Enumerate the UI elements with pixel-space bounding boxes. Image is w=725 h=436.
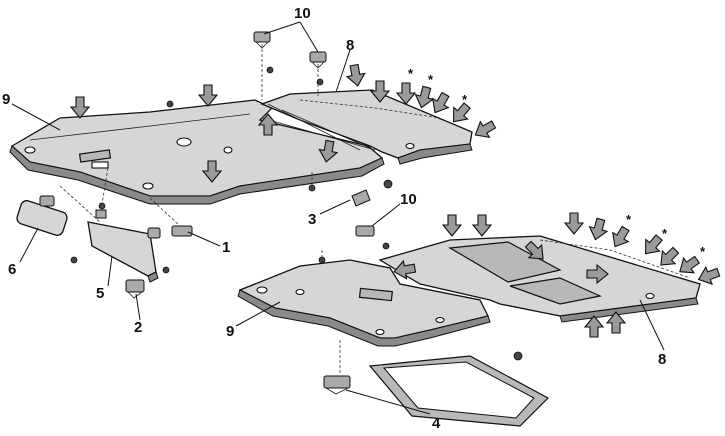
callout-9-bottom: 9 [226,323,234,340]
screw [513,351,523,361]
screw [383,179,393,189]
courtesy-lamp-bottom [323,375,351,395]
rear-headliner-top [260,89,473,165]
screw [316,78,324,86]
callout-8-top: 8 [346,37,354,54]
callout-3: 3 [308,211,316,228]
callout-10-top: 10 [294,5,311,22]
rear-view-mirror [16,195,78,264]
callout-10-bottom: 10 [400,191,417,208]
callout-9-top: 9 [2,91,10,108]
asterisk: * [626,212,632,227]
front-headliner-bottom [237,259,491,347]
callout-8-bottom: 8 [658,351,666,368]
screw [308,184,316,192]
callout-4: 4 [432,415,441,432]
clip-3 [351,189,371,207]
courtesy-lamp-top [171,225,193,237]
retainer-clip-bottom [355,225,375,237]
asterisk: * [462,92,468,107]
screw [166,100,174,108]
callout-1: 1 [222,239,230,256]
asterisk: * [700,244,706,259]
sun-visor [87,202,170,283]
asterisk: * [662,226,668,241]
screw [266,66,274,74]
asterisk: * [428,72,434,87]
asterisk: * [408,66,414,81]
front-headliner-top [9,99,385,205]
callout-6: 6 [8,261,16,278]
retainer-clip-top-left [253,31,271,49]
callout-5: 5 [96,285,104,302]
visor-holder [125,279,145,299]
screw [382,242,390,250]
callout-2: 2 [134,319,142,336]
sunroof-seal [368,355,549,427]
